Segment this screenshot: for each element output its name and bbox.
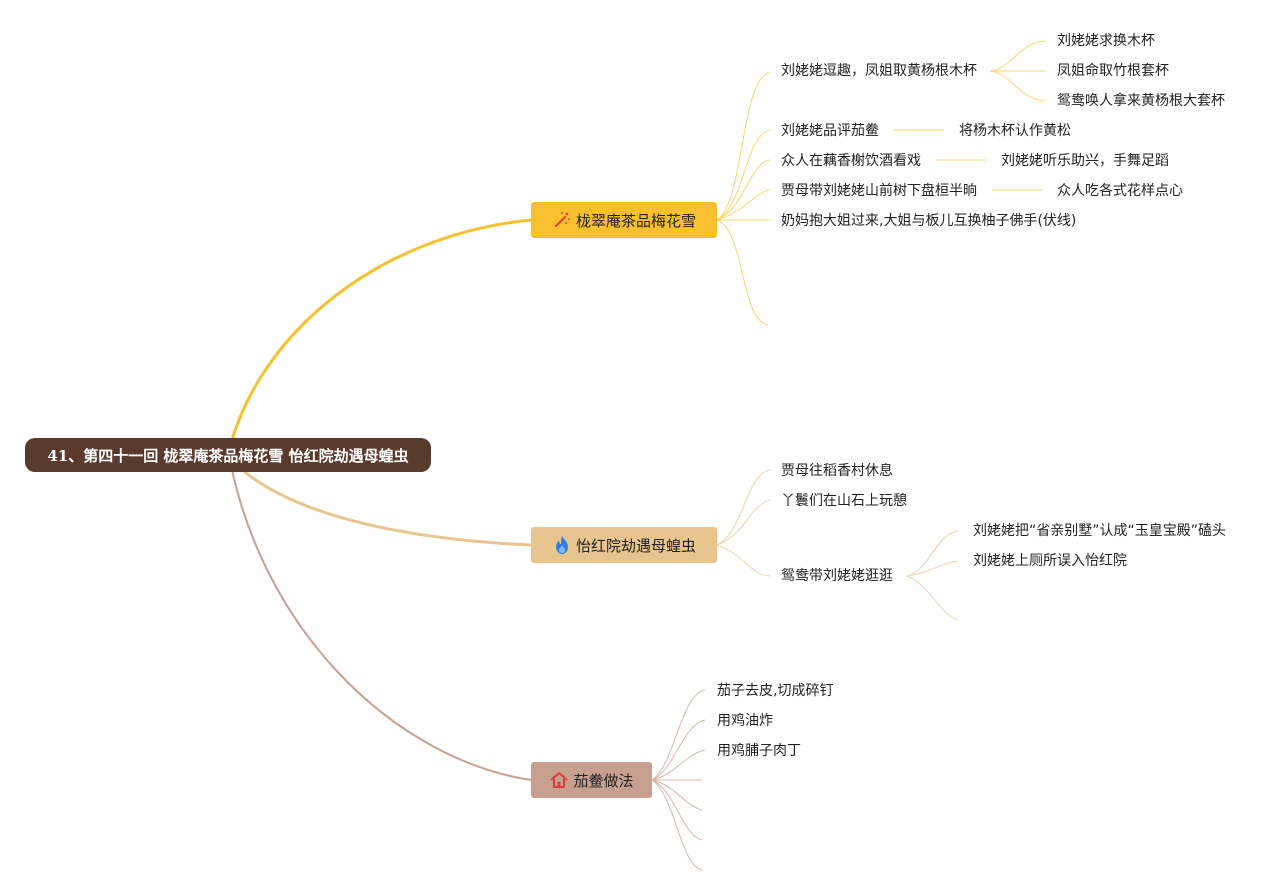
topic-b2-3-2[interactable]: 刘姥姥上厕所误入怡红院 [973, 553, 1127, 569]
topic-b1-3-1[interactable]: 刘姥姥听乐助兴，手舞足蹈 [1001, 153, 1169, 169]
topic-b3-2[interactable]: 用鸡油炸 [717, 713, 773, 729]
branch-3[interactable]: 茄鲞做法 [531, 762, 652, 798]
topic-b3-1[interactable]: 茄子去皮,切成碎钉 [717, 683, 834, 699]
branch-2-label: 怡红院劫遇母蝗虫 [575, 536, 696, 555]
topic-b1-5[interactable]: 奶妈抱大姐过来,大姐与板儿互换柚子佛手(伏线) [781, 213, 1077, 229]
branch-2[interactable]: 怡红院劫遇母蝗虫 [531, 527, 717, 563]
house-icon [549, 770, 569, 790]
root-topic[interactable]: 41、第四十一回 栊翠庵茶品梅花雪 怡红院劫遇母蝗虫 [25, 438, 431, 472]
topic-b2-3[interactable]: 鸳鸯带刘姥姥逛逛 [781, 568, 893, 584]
wand-sparkle-icon [552, 210, 572, 230]
root-title: 41、第四十一回 栊翠庵茶品梅花雪 怡红院劫遇母蝗虫 [47, 446, 409, 465]
connector-root-branch-3 [231, 469, 532, 781]
topic-b1-1-1[interactable]: 刘姥姥求换木杯 [1057, 33, 1155, 49]
topic-b2-1[interactable]: 贾母往稻香村休息 [781, 463, 893, 479]
branch-3-label: 茄鲞做法 [573, 771, 634, 790]
topic-b2-3-1[interactable]: 刘姥姥把“省亲别墅”认成“玉皇宝殿”磕头 [973, 523, 1227, 539]
connector-root-branch-1 [230, 218, 532, 441]
topic-b2-2[interactable]: 丫鬟们在山石上玩憩 [781, 493, 907, 509]
topic-b1-4[interactable]: 贾母带刘姥姥山前树下盘桓半晌 [781, 183, 977, 199]
topic-b1-1-3[interactable]: 鸳鸯唤人拿来黄杨根大套杯 [1057, 93, 1225, 109]
topic-b1-4-1[interactable]: 众人吃各式花样点心 [1057, 183, 1183, 199]
topic-b1-1[interactable]: 刘姥姥逗趣，凤姐取黄杨根木杯 [781, 63, 977, 79]
topic-b1-3[interactable]: 众人在藕香榭饮酒看戏 [781, 153, 921, 169]
topic-b1-1-2[interactable]: 凤姐命取竹根套杯 [1057, 63, 1169, 79]
topic-b1-2-1[interactable]: 将杨木杯认作黄松 [959, 123, 1071, 139]
branch-1[interactable]: 栊翠庵茶品梅花雪 [531, 202, 717, 238]
branch-1-label: 栊翠庵茶品梅花雪 [575, 211, 696, 230]
topic-b3-3[interactable]: 用鸡脯子肉丁 [717, 743, 801, 759]
connector-root-branch-2 [239, 466, 532, 547]
topic-b1-2[interactable]: 刘姥姥品评茄鲞 [781, 123, 879, 139]
flame-icon [552, 535, 572, 555]
